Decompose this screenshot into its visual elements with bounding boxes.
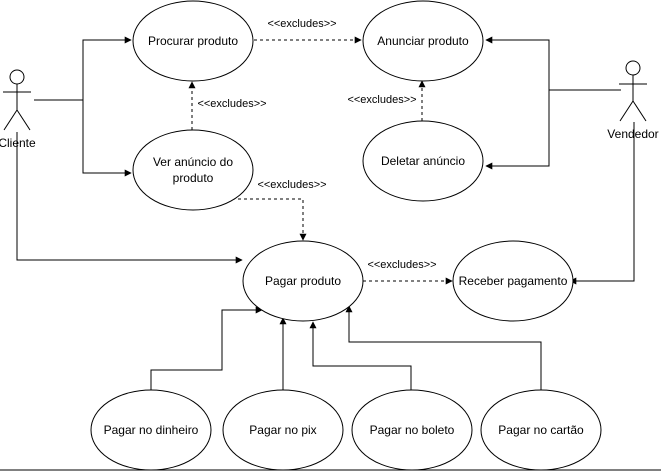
actor-vendedor-label: Vendedor (607, 127, 658, 141)
use-case-pagar-boleto: Pagar no boleto (351, 389, 473, 471)
use-case-label: Pagar no boleto (370, 423, 455, 437)
use-case-pagar-produto: Pagar produto (242, 240, 364, 322)
use-case-receber-pagamento: Receber pagamento (452, 240, 574, 322)
use-case-label: Pagar no dinheiro (104, 423, 199, 437)
use-case-pagar-cartao: Pagar no cartão (480, 389, 602, 471)
label-procurar-anunciar: <<excludes>> (267, 18, 336, 30)
actor-left-leg (619, 100, 634, 122)
actor-head (625, 60, 641, 76)
actor-cliente: Cliente (0, 69, 36, 150)
use-case-deletar-anuncio: Deletar anúncio (362, 120, 484, 202)
edge-boleto-pagar (309, 321, 412, 391)
use-case-label: Deletar anúncio (381, 154, 465, 168)
edge-cartao-pagar (345, 305, 542, 391)
edge-ver-pagar (232, 198, 307, 241)
actor-cliente-label: Cliente (0, 136, 36, 150)
actor-left-leg (3, 109, 18, 131)
use-case-label: Procurar produto (148, 34, 238, 48)
actor-head (9, 69, 25, 85)
use-case-procurar-produto: Procurar produto (132, 0, 254, 82)
use-case-ver-anuncio: Ver anúncio do produto (132, 129, 254, 211)
edge-dinheiro-pagar (150, 306, 263, 391)
label-ver-pagar: <<excludes>> (257, 179, 326, 191)
use-case-anunciar-produto: Anunciar produto (362, 0, 484, 82)
use-case-pagar-dinheiro: Pagar no dinheiro (90, 389, 212, 471)
use-case-label: Anunciar produto (377, 34, 469, 48)
label-pagar-receber: <<excludes>> (367, 259, 436, 271)
actor-right-leg (16, 109, 31, 131)
label-deletar-anunciar: <<excludes>> (347, 94, 416, 106)
edge-cliente-procurar (34, 36, 132, 101)
edge-vendedor-deletar (485, 90, 550, 170)
edge-cliente-ver (82, 100, 132, 177)
edge-vendedor-receber (569, 122, 635, 285)
use-case-pagar-pix: Pagar no pix (222, 389, 344, 471)
actor-vendedor: Vendedor (607, 60, 659, 141)
use-case-label: Pagar no pix (249, 423, 316, 437)
use-case-label: Pagar produto (265, 274, 341, 288)
use-case-label: Pagar no cartão (498, 423, 584, 437)
use-case-label-line1: Ver anúncio do (153, 155, 233, 169)
label-ver-procurar: <<excludes>> (197, 98, 266, 110)
use-case-label: Receber pagamento (459, 274, 568, 288)
edge-vendedor-anunciar (485, 36, 621, 91)
edge-cliente-pagar (16, 132, 243, 264)
actor-right-leg (632, 100, 647, 122)
use-case-label-line2: produto (173, 171, 214, 185)
